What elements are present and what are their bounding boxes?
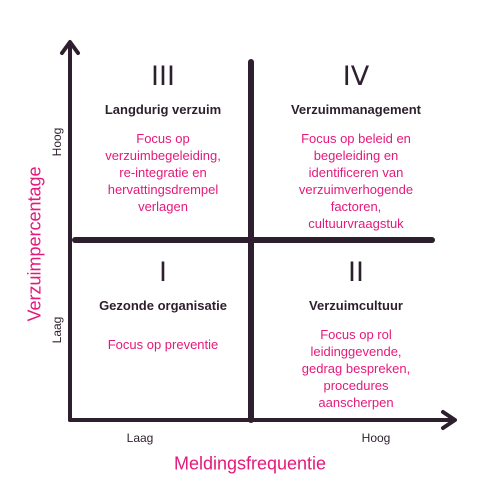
- quadrant-title: Verzuimcultuur: [309, 298, 403, 313]
- quadrant-title: Verzuimmanagement: [290, 102, 422, 117]
- x-tick-high: Hoog: [361, 431, 391, 445]
- y-tick-low: Laag: [50, 316, 64, 344]
- quadrant-numeral: IV: [342, 61, 370, 92]
- quadrant-numeral: I: [159, 257, 167, 288]
- quadrant-description: Focus op preventie: [107, 337, 219, 352]
- quadrant-numeral: II: [348, 257, 364, 288]
- quadrant-description: Focus op beleid en begeleiding en identi…: [298, 131, 414, 231]
- quadrant-title: Gezonde organisatie: [99, 298, 227, 313]
- x-axis-arrow: [441, 410, 457, 430]
- quadrant-i: I Gezonde organisatie Focus op preventie: [75, 258, 251, 353]
- quadrant-iv: IV Verzuimmanagement Focus op beleid en …: [258, 62, 454, 232]
- quadrant-title: Langdurig verzuim: [104, 102, 222, 117]
- y-axis-title: Verzuimpercentage: [24, 166, 45, 322]
- y-tick-high: Hoog: [50, 127, 64, 157]
- quadrant-description: Focus op verzuimbegeleiding, re-integrat…: [105, 131, 221, 214]
- quadrant-iii: III Langdurig verzuim Focus op verzuimbe…: [75, 62, 251, 215]
- quadrant-description: Focus op rol leidinggevende, gedrag besp…: [301, 327, 411, 410]
- quadrant-numeral: III: [151, 61, 175, 92]
- y-axis-arrow: [60, 40, 80, 55]
- quadrant-ii: II Verzuimcultuur Focus op rol leidingge…: [258, 258, 454, 411]
- x-tick-low: Laag: [126, 431, 154, 445]
- x-axis-title: Meldingsfrequentie: [173, 453, 327, 474]
